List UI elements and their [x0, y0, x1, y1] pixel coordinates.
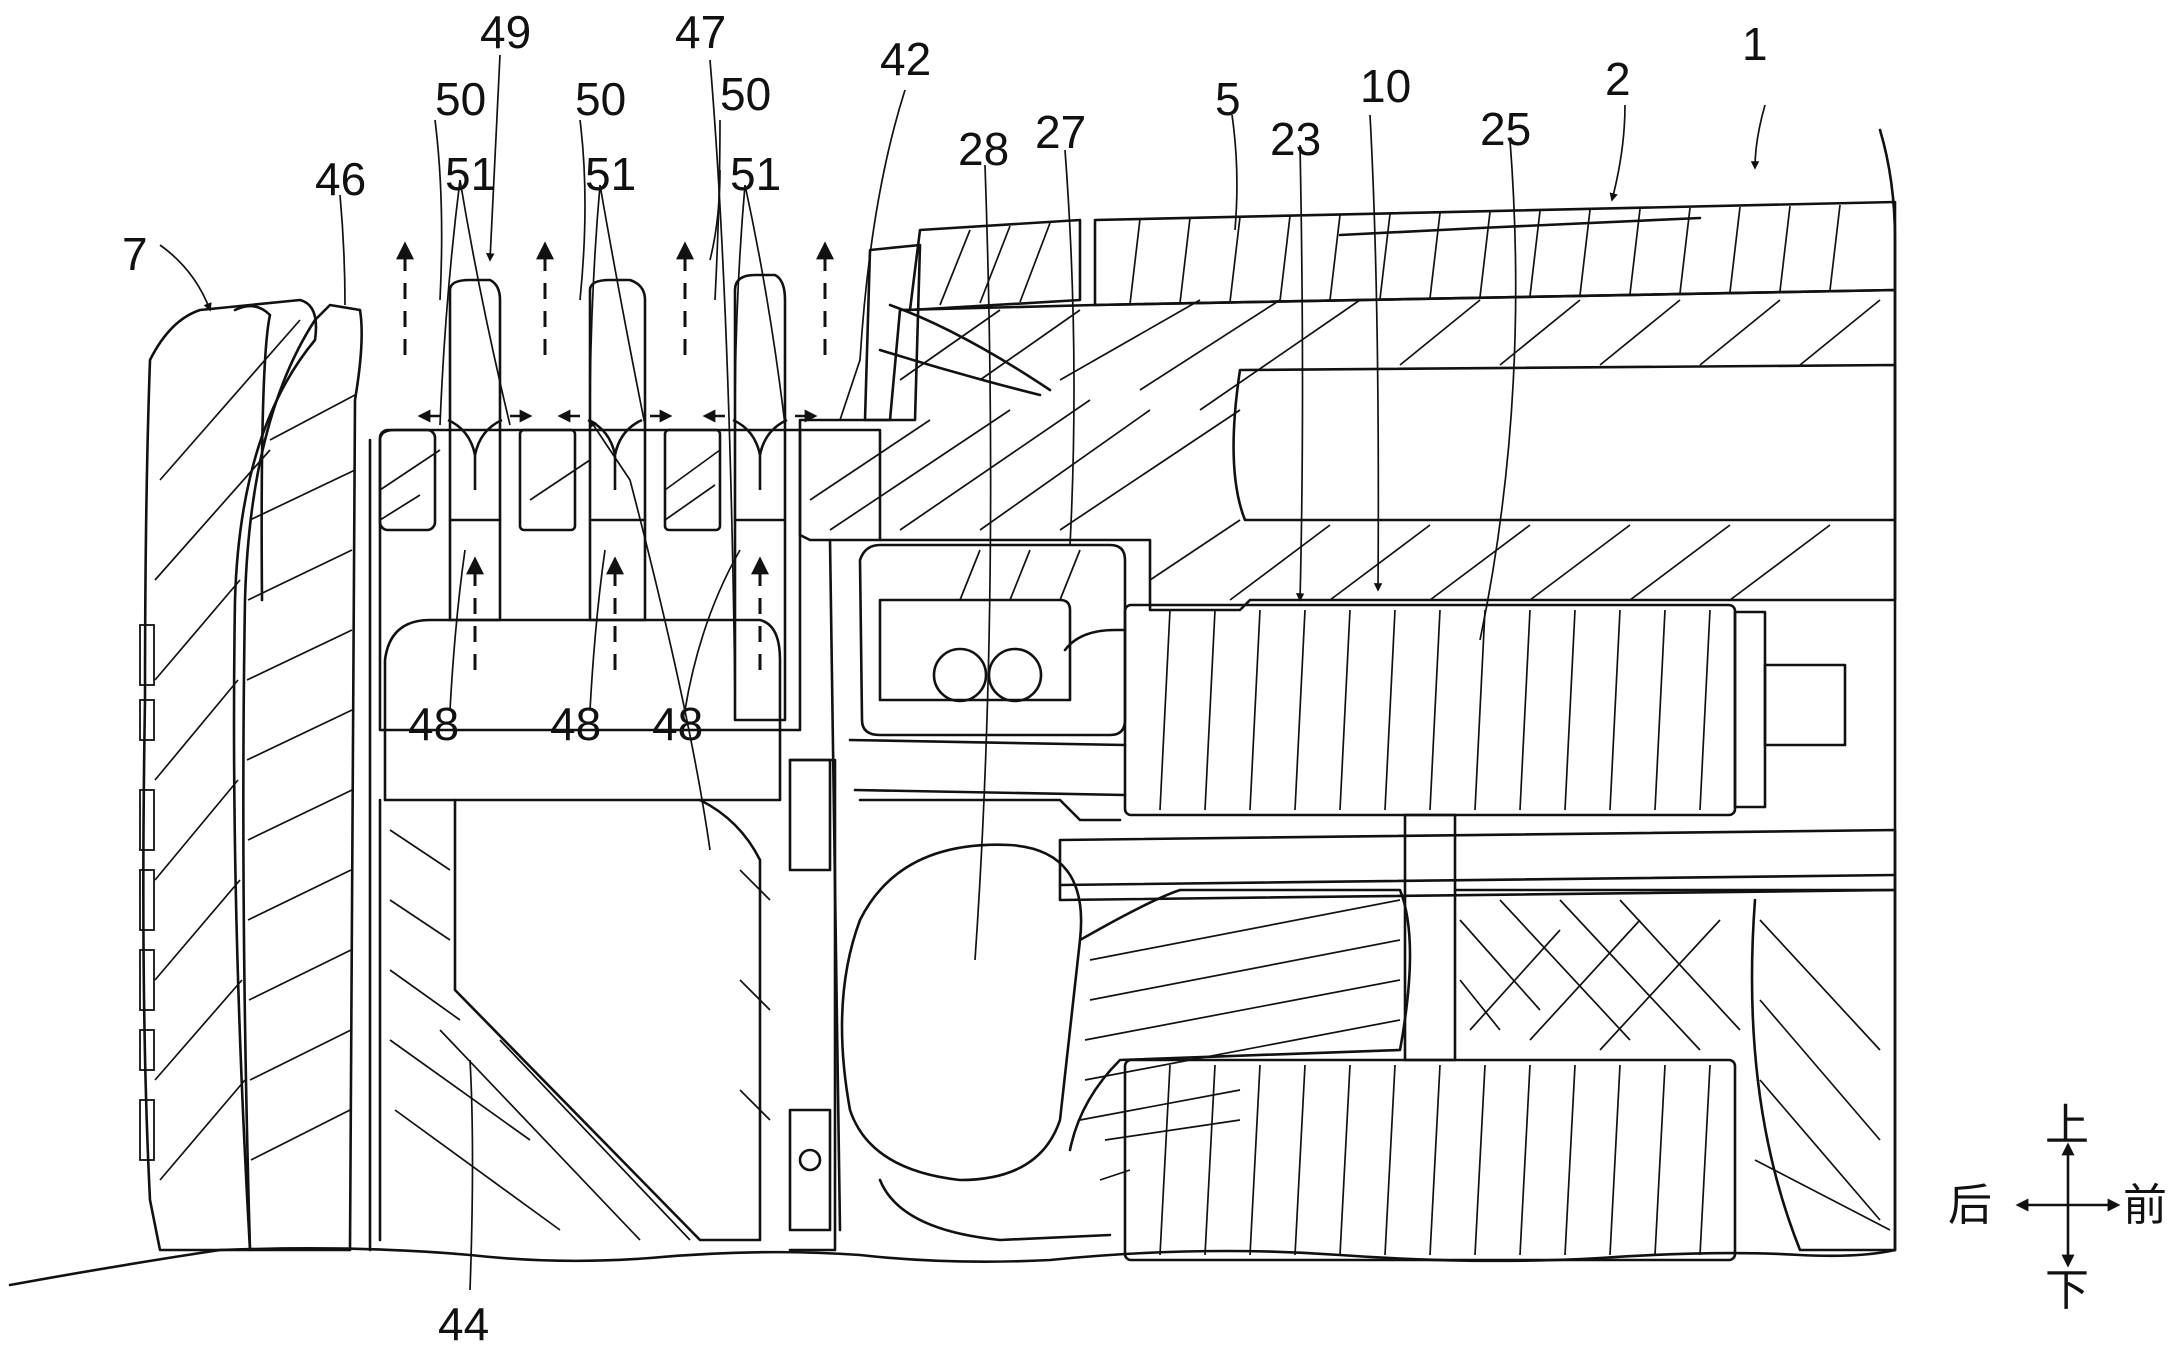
- label-44: 44: [438, 1298, 489, 1350]
- upper-bracket: [863, 218, 1082, 422]
- housing-top-band: [1093, 200, 1897, 307]
- airflow-inlet-arrows: [466, 556, 769, 670]
- label-51b: 51: [585, 148, 636, 200]
- label-1: 1: [1742, 18, 1768, 70]
- fan-blade-spacers: [378, 428, 882, 542]
- label-46: 46: [315, 153, 366, 205]
- label-7: 7: [122, 228, 148, 280]
- label-50c: 50: [720, 68, 771, 120]
- label-10: 10: [1360, 60, 1411, 112]
- rear-cover-7: [139, 298, 318, 1252]
- center-plate: [788, 538, 1891, 1252]
- label-47: 47: [675, 6, 726, 58]
- reference-labels: 1 2 5 10 23 25 27 28 42 47 49 50 50 50 5…: [122, 6, 1768, 1350]
- label-50a: 50: [435, 73, 486, 125]
- orientation-front: 前: [2123, 1180, 2167, 1231]
- leader-lines: [159, 54, 1766, 1291]
- label-49: 49: [480, 6, 531, 58]
- label-27: 27: [1035, 106, 1086, 158]
- stator-lower-coil: [1123, 1058, 1737, 1262]
- rotor-shaft: [1058, 813, 1897, 1252]
- orientation-indicator: 上 下 后 前: [1948, 1100, 2167, 1316]
- orientation-up: 上: [2045, 1100, 2089, 1151]
- label-48b: 48: [550, 698, 601, 750]
- label-48a: 48: [408, 698, 459, 750]
- bracket-27: [858, 543, 1127, 737]
- label-28: 28: [958, 123, 1009, 175]
- label-50b: 50: [575, 73, 626, 125]
- fan-assembly-44: [368, 428, 802, 1252]
- orientation-rear: 后: [1948, 1180, 1992, 1231]
- label-42: 42: [880, 33, 931, 85]
- airflow-outlet-arrows: [396, 241, 834, 355]
- stator-upper-coil: [1123, 603, 1847, 817]
- fan-blade-left: [448, 278, 502, 622]
- flow-split-arrows: [417, 409, 818, 490]
- label-51a: 51: [445, 148, 496, 200]
- baffle-46: [242, 303, 363, 1252]
- section-cut-line: [8, 128, 1897, 1287]
- label-5: 5: [1215, 73, 1241, 125]
- fan-blade-right: [733, 273, 787, 722]
- label-2: 2: [1605, 53, 1631, 105]
- orientation-down: 下: [2045, 1265, 2089, 1316]
- label-25: 25: [1480, 103, 1531, 155]
- bearing-28: [840, 843, 1412, 1242]
- label-51c: 51: [730, 148, 781, 200]
- label-23: 23: [1270, 113, 1321, 165]
- label-48c: 48: [652, 698, 703, 750]
